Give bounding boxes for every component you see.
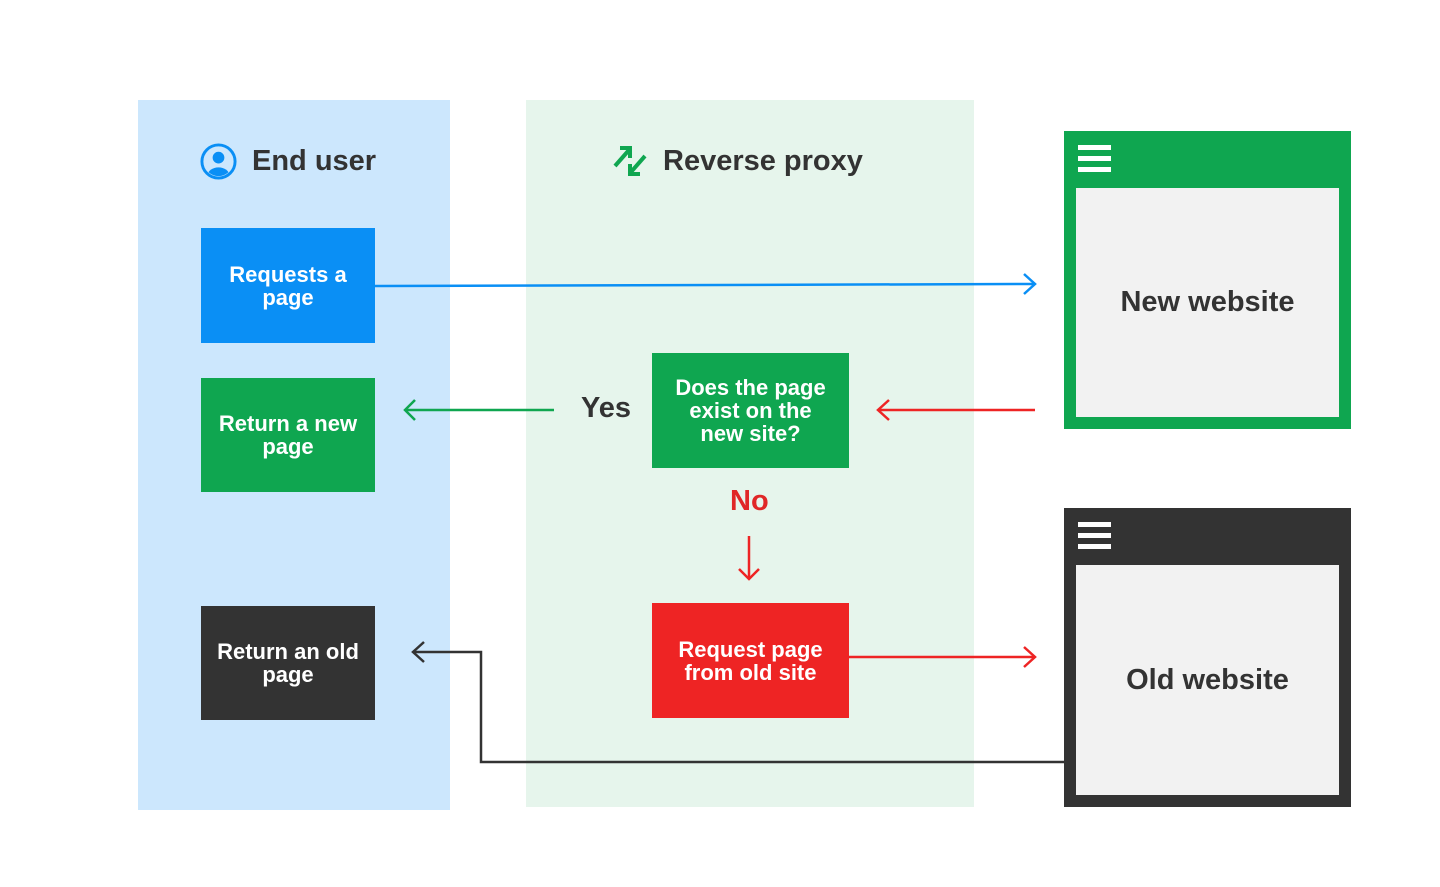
arrow-old-site-to-return-old: [414, 650, 1064, 764]
return-new-line2: page: [262, 434, 314, 459]
decision-node: Does the page exist on the new site?: [652, 353, 849, 468]
arrow-head-no-down: [738, 568, 760, 581]
no-label: No: [730, 485, 769, 517]
new-website-label: New website: [1076, 188, 1339, 417]
arrow-head-return-new: [403, 399, 416, 421]
requests-page-line1: Requests a: [229, 261, 347, 287]
request-old-line2: from old site: [684, 659, 817, 685]
yes-label: Yes: [581, 392, 631, 424]
hamburger-menu-icon: [1078, 145, 1111, 175]
return-old-line2: page: [262, 662, 314, 687]
old-website-window: Old website: [1064, 508, 1351, 807]
decision-line2: exist on the: [689, 398, 812, 423]
return-old-page-node: Return an old page: [201, 606, 375, 720]
reverse-proxy-title-text: Reverse proxy: [663, 144, 863, 177]
request-old-line1: Request page: [678, 636, 823, 662]
arrow-head-new-site: [1023, 273, 1037, 295]
return-old-line1: Return an old: [217, 639, 359, 664]
decision-line1: Does the page: [675, 375, 826, 400]
request-old-site-node: Request page from old site: [652, 603, 849, 718]
arrow-head-decision: [876, 399, 890, 421]
new-website-window: New website: [1064, 131, 1351, 429]
return-new-page-node: Return a new page: [201, 378, 375, 492]
arrow-head-old-site: [1023, 646, 1037, 668]
end-user-title: End user: [199, 142, 376, 181]
arrow-request-to-new-site: [374, 282, 1035, 288]
decision-line3: new site?: [700, 421, 801, 446]
end-user-title-text: End user: [252, 145, 377, 177]
swap-arrows-icon: [613, 146, 647, 176]
arrow-head-return-old: [411, 641, 425, 663]
user-circle-icon: [200, 143, 237, 180]
old-website-label: Old website: [1076, 565, 1339, 795]
requests-page-line2: page: [262, 284, 314, 310]
reverse-proxy-title: Reverse proxy: [611, 142, 863, 180]
requests-page-node: Requests a page: [201, 228, 375, 343]
return-new-line1: Return a new: [218, 411, 358, 436]
hamburger-menu-icon: [1078, 522, 1111, 552]
